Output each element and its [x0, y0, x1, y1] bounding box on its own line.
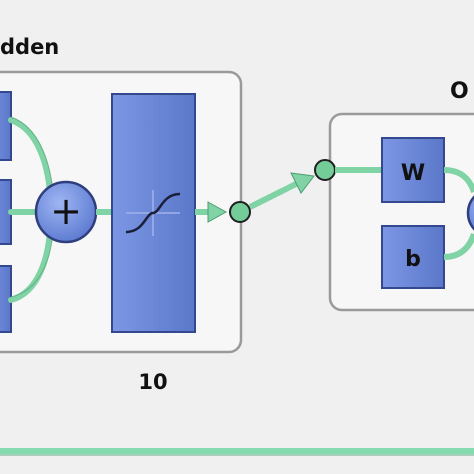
- output-bias-block: b: [381, 225, 445, 289]
- layer-connector: [248, 172, 315, 210]
- sum-symbol: +: [50, 189, 82, 233]
- output-weight-block: W: [381, 137, 445, 203]
- hidden-transfer-block: [111, 93, 196, 333]
- hidden-input-connectors: [8, 117, 53, 303]
- bias-label: b: [405, 247, 421, 272]
- hidden-output-arrow: [195, 201, 228, 223]
- output-layer-title: O: [450, 79, 469, 104]
- sum-junction: +: [34, 180, 98, 244]
- hidden-output-node: [229, 201, 251, 223]
- output-sum-connectors: [443, 167, 474, 260]
- weight-label: W: [401, 161, 425, 186]
- tansig-curve-icon: [125, 190, 181, 236]
- hidden-weight-block-1: [0, 91, 12, 161]
- output-input-node: [314, 159, 336, 181]
- output-sum-junction: [466, 195, 474, 231]
- hidden-layer-size: 10: [138, 370, 167, 394]
- hidden-layer-title: dden: [0, 35, 59, 59]
